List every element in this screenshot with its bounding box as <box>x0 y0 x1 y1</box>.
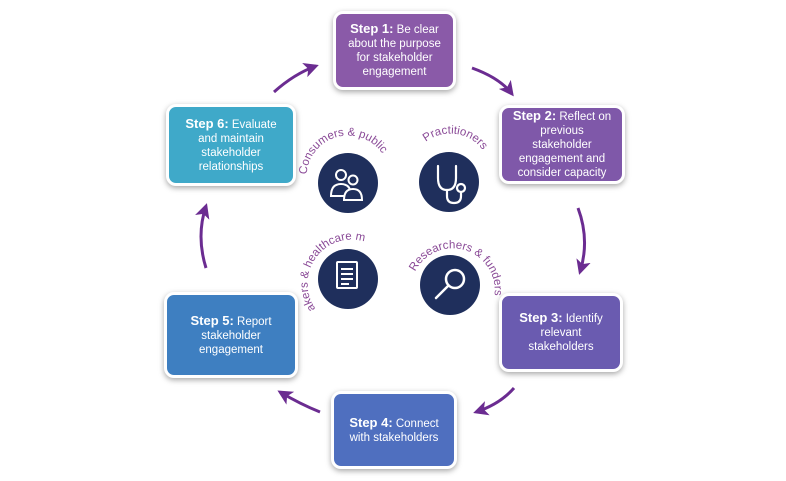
arrow-step3-to-step4 <box>473 387 516 416</box>
practitioners-label: Practitioners <box>421 124 490 152</box>
consumers-circle <box>318 153 378 213</box>
stethoscope-icon <box>436 164 467 205</box>
step-4-number: Step 4: <box>349 414 393 430</box>
step-3-box: Step 3: Identify relevant stakeholders <box>499 293 623 372</box>
arrow-step1-to-step2 <box>471 66 514 97</box>
step-5-number: Step 5: <box>190 312 234 328</box>
step-5-text: Report stakeholder engagement <box>199 315 272 356</box>
step-3-text: Identify relevant stakeholders <box>528 313 603 353</box>
step-2-box: Step 2: Reflect on previous stakeholder … <box>499 105 625 184</box>
practitioners-label-text: Practitioners <box>421 124 490 152</box>
step-4-box: Step 4: Connect with stakeholders <box>331 391 457 469</box>
arrow-step6-to-step1 <box>272 63 319 94</box>
step-5-box: Step 5: Report stakeholder engagement <box>164 292 298 378</box>
step-2-text: Reflect on previous stakeholder engageme… <box>517 111 612 179</box>
arrow-step2-to-step3 <box>576 207 591 275</box>
step-1-box: Step 1: Be clear about the purpose for s… <box>333 11 456 90</box>
step-6-text: Evaluate and maintain stakeholder relati… <box>198 118 277 173</box>
people-icon <box>329 169 364 201</box>
step-3-number: Step 3: <box>519 310 563 325</box>
step-2-number: Step 2: <box>512 108 557 123</box>
document-icon <box>336 261 358 289</box>
magnifier-icon <box>434 268 466 300</box>
step-6-number: Step 6: <box>185 115 229 131</box>
step-1-number: Step 1: <box>350 21 394 36</box>
consumers-label: Consumers & public <box>297 126 389 175</box>
arrow-step4-to-step5 <box>277 390 321 414</box>
arrow-step5-to-step6 <box>195 203 210 269</box>
step-1-text: Be clear about the purpose for stakehold… <box>348 24 441 78</box>
consumers-label-text: Consumers & public <box>297 126 389 175</box>
step-6-box: Step 6: Evaluate and maintain stakeholde… <box>166 104 296 186</box>
step-4-text: Connect with stakeholders <box>349 417 439 444</box>
